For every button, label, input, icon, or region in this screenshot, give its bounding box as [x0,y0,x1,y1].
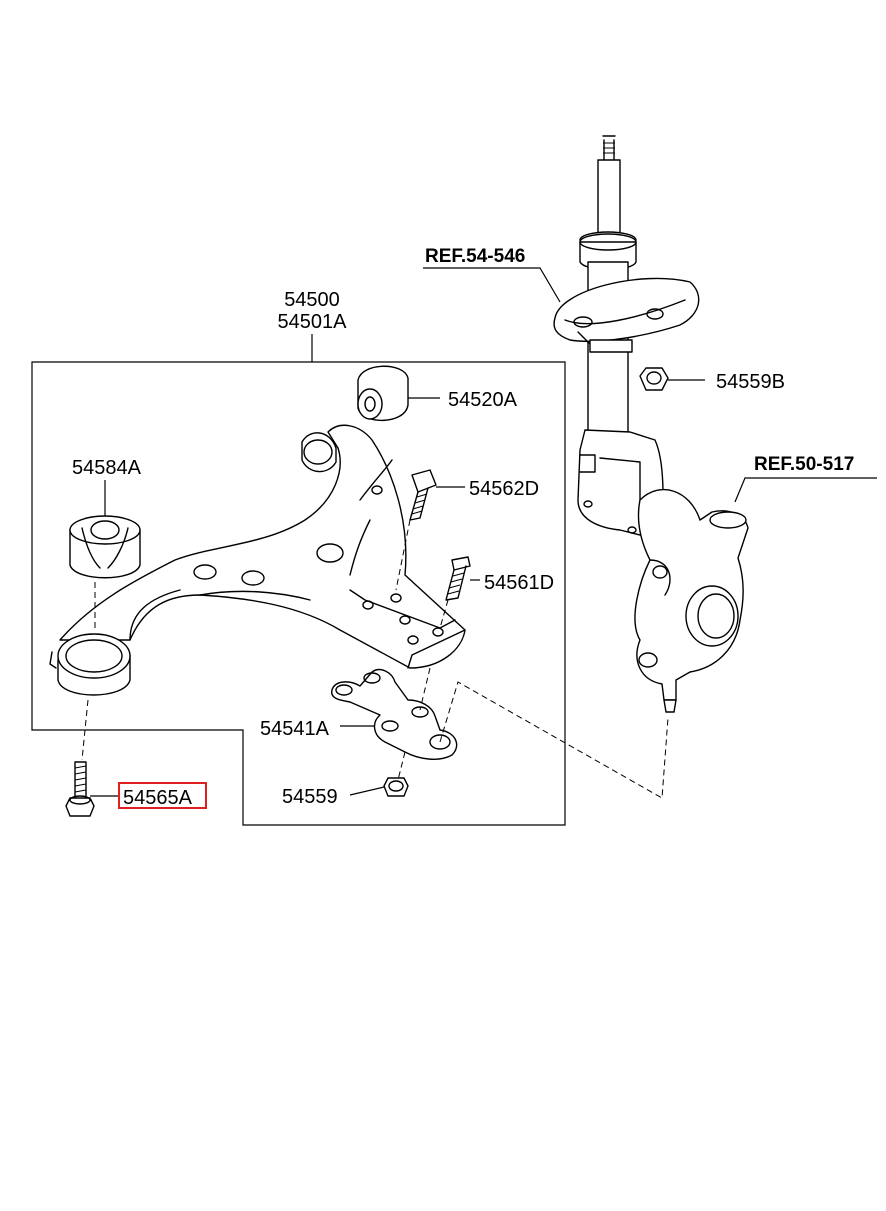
nut-54559b [639,367,669,391]
highlight-box [118,782,207,809]
label-bolt-a[interactable]: 54565A [123,787,193,809]
bolt-54561d [445,556,471,601]
rear-bushing [69,515,141,579]
label-ref-strut[interactable]: REF.54-546 [425,246,525,267]
label-bolt-d2: 54561D [484,572,554,594]
label-assembly-b: 54501A [278,311,348,333]
label-bolt-d: 54562D [469,478,539,500]
label-assembly-a: 54500 [284,289,340,311]
label-rear-bushing: 54584A [72,457,142,479]
steering-knuckle [634,489,749,713]
label-ball-joint: 54541A [260,718,330,740]
front-bushing [357,365,409,422]
bolt-54565a [65,761,95,817]
label-ref-knuckle[interactable]: REF.50-517 [754,454,854,475]
ball-joint-bracket [331,668,458,760]
label-front-bushing: 54520A [448,389,518,411]
strut-assembly [553,135,700,541]
rear-bushing-housing [49,633,131,696]
bolt-54562d [409,469,437,521]
nut-54559 [383,777,409,797]
assembly-frame [31,361,566,826]
link-path [439,681,669,799]
label-nut: 54559 [282,786,338,808]
label-nut-b: 54559B [716,371,785,393]
lower-control-arm [59,424,466,669]
